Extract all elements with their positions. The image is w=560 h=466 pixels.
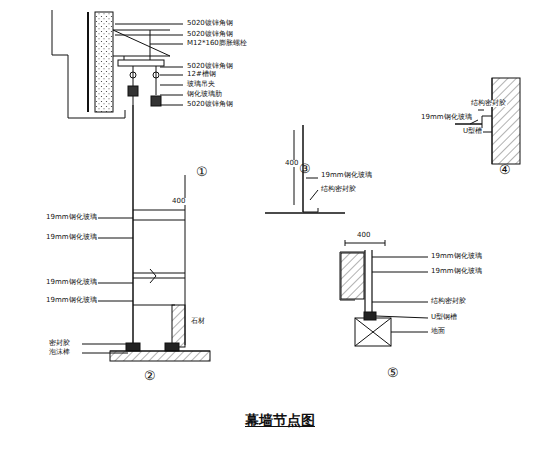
part-label: 5020镀锌角钢: [186, 31, 234, 38]
part-label: 19mm钢化玻璃: [430, 253, 483, 260]
part-label: U型钢槽: [430, 314, 458, 321]
part-label: 5020镀锌角钢: [186, 101, 234, 108]
part-label: 5020镀锌角钢: [186, 20, 234, 27]
part-label: 12#槽钢: [186, 71, 217, 78]
part-label: 结构密封胶: [320, 186, 357, 193]
part-label: 密封胶: [48, 340, 71, 347]
part-label: 400: [284, 160, 299, 167]
part-label: 19mm钢化玻璃: [45, 214, 98, 221]
part-label: 钢化玻璃肋: [186, 91, 223, 98]
drawing-title: 幕墙节点图: [245, 412, 315, 430]
callout-number: ①: [195, 165, 209, 178]
part-label: 19mm钢化玻璃: [45, 279, 98, 286]
part-label: 19mm钢化玻璃: [420, 114, 473, 121]
callout-number: ③: [298, 162, 312, 175]
part-label: 结构密封胶: [430, 298, 467, 305]
part-label: 19mm钢化玻璃: [430, 268, 483, 275]
part-label: M12*160膨胀螺栓: [186, 40, 248, 47]
part-label: 结构密封胶: [470, 100, 507, 107]
part-label: 玻璃吊夹: [186, 81, 216, 88]
part-label: 19mm钢化玻璃: [320, 172, 373, 179]
part-label: 19mm钢化玻璃: [45, 234, 98, 241]
part-label: U型槽: [462, 128, 483, 135]
part-label: 19mm钢化玻璃: [45, 297, 98, 304]
callout-number: ②: [143, 369, 157, 382]
callout-number: ⑤: [386, 366, 400, 379]
part-label: 400: [356, 232, 371, 239]
part-label: 5020镀锌角钢: [186, 63, 234, 70]
part-label: 石材: [190, 318, 206, 325]
part-label: 泡沫棒: [48, 349, 71, 356]
callout-number: ④: [498, 163, 512, 176]
part-label: 地面: [430, 328, 446, 335]
part-label: 400: [171, 198, 186, 205]
